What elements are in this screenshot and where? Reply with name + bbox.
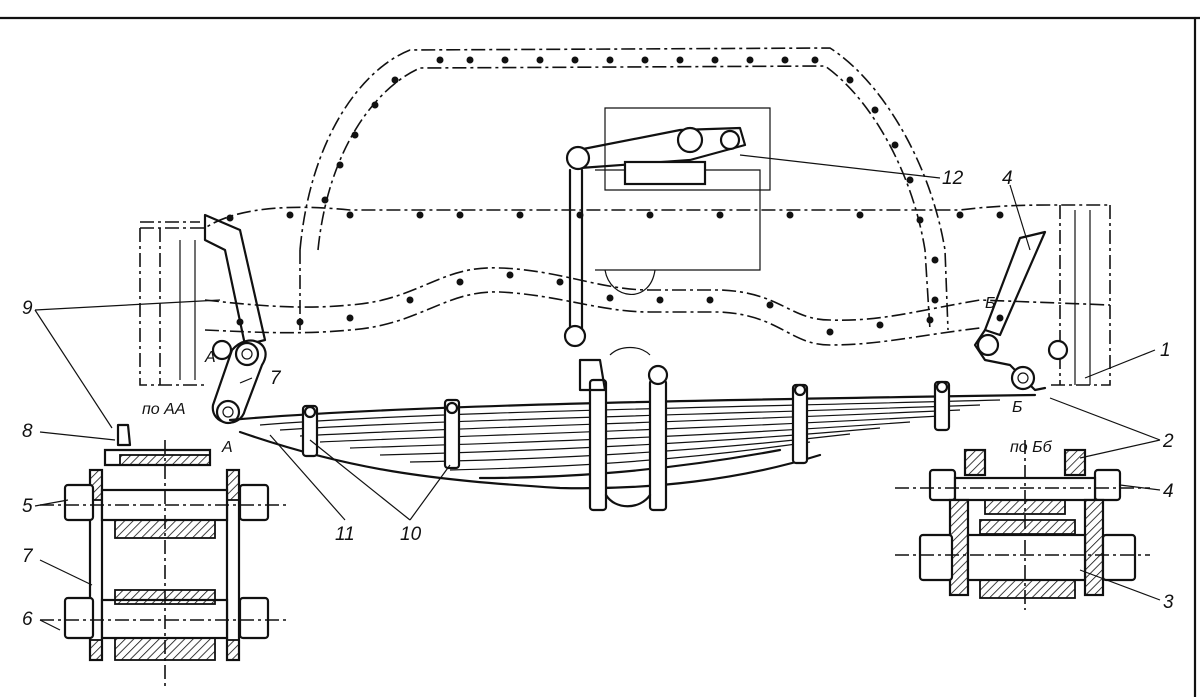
label-10: 10: [400, 524, 422, 545]
frame-rivets: [226, 56, 1004, 336]
leaf-spring: [228, 393, 1037, 490]
section-aa-title: по АА: [142, 401, 186, 418]
cut-mark-b-bottom: Б: [1012, 399, 1022, 416]
label-4-top: 4: [1002, 168, 1013, 189]
section-bb-title: по Бб: [1010, 439, 1053, 456]
label-8: 8: [22, 421, 33, 442]
label-12: 12: [942, 168, 964, 189]
callout-labels: 1 2 3 4 4 5 6 7 7 8 9 10 11 12 по АА по …: [22, 168, 1174, 630]
label-11: 11: [335, 524, 355, 545]
section-aa-view: [40, 423, 290, 690]
shock-absorber-12: [563, 107, 771, 348]
u-bolts: [578, 346, 669, 512]
label-7-link: 7: [270, 368, 282, 389]
right-bracket-4: [973, 205, 1091, 392]
spring-clamps-10: [301, 380, 951, 470]
label-7-section: 7: [22, 546, 34, 567]
section-bb-view: [895, 440, 1150, 610]
label-9: 9: [22, 298, 33, 319]
label-2: 2: [1162, 431, 1174, 452]
label-1: 1: [1160, 340, 1171, 361]
label-4-section: 4: [1163, 481, 1174, 502]
label-3: 3: [1163, 592, 1174, 613]
leader-lines: [34, 154, 1161, 631]
drawing-border: [0, 16, 1200, 697]
shackle-link-7: [211, 339, 267, 425]
cut-mark-a-top: А: [204, 349, 216, 366]
frame-rails: [139, 204, 1111, 386]
label-6: 6: [22, 609, 33, 630]
cut-mark-a-bottom: А: [221, 439, 233, 456]
cut-mark-b-top: Б: [985, 295, 995, 312]
label-5: 5: [22, 496, 33, 517]
